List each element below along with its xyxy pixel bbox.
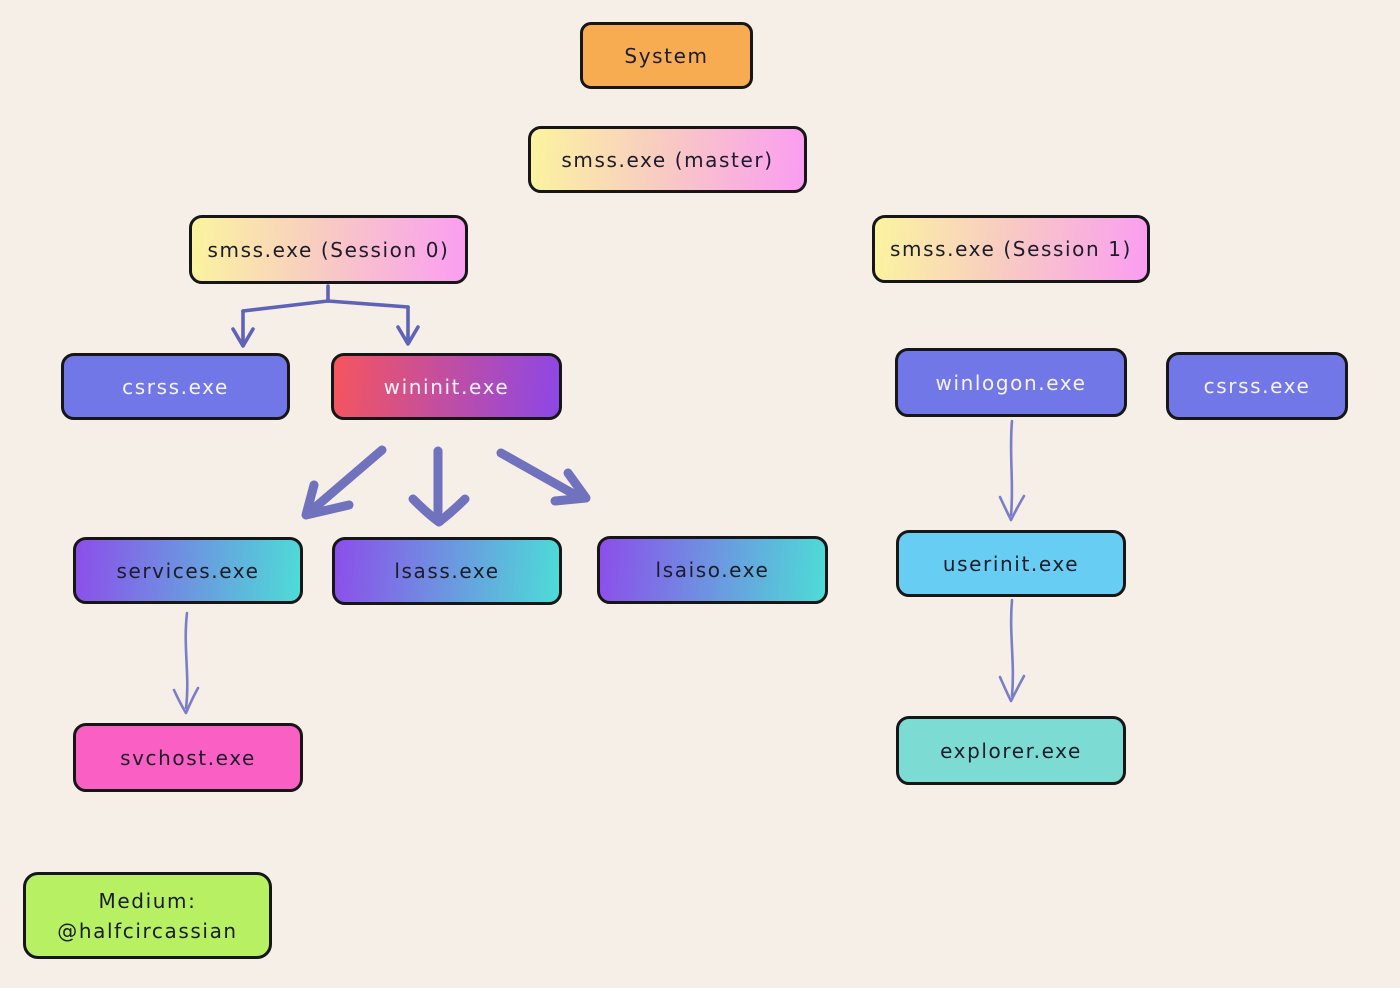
node-system: System: [580, 22, 753, 89]
node-smss-master: smss.exe (master): [528, 126, 807, 193]
node-services: services.exe: [73, 537, 303, 604]
node-winlogon-label: winlogon.exe: [935, 370, 1087, 395]
edge-services-svchost: [172, 611, 200, 715]
node-wininit: wininit.exe: [331, 353, 562, 420]
credit-line2: @halfcircassian: [57, 918, 238, 943]
arrow-wininit-services: [307, 445, 387, 515]
credit-line1: Medium:: [98, 888, 197, 913]
node-lsaiso-label: lsaiso.exe: [655, 558, 770, 582]
node-smss-session1-label: smss.exe (Session 1): [890, 237, 1132, 261]
node-csrss-session1: csrss.exe: [1166, 352, 1348, 420]
node-winlogon: winlogon.exe: [895, 348, 1127, 417]
node-wininit-label: wininit.exe: [383, 374, 510, 399]
node-smss-master-label: smss.exe (master): [561, 147, 774, 172]
arrowhead-to-wininit: [396, 325, 420, 346]
node-userinit-label: userinit.exe: [942, 551, 1080, 576]
arrowhead-to-csrss: [231, 327, 255, 348]
node-svchost: svchost.exe: [73, 723, 303, 792]
node-userinit: userinit.exe: [896, 530, 1126, 597]
node-lsaiso: lsaiso.exe: [597, 536, 828, 604]
node-smss-session0: smss.exe (Session 0): [189, 215, 468, 284]
node-explorer-label: explorer.exe: [940, 738, 1082, 763]
credit-box: Medium: @halfcircassian: [23, 872, 272, 959]
arrow-wininit-lsaiso: [496, 448, 584, 502]
node-explorer: explorer.exe: [896, 716, 1126, 785]
node-csrss-session0-label: csrss.exe: [122, 374, 229, 399]
node-smss-session0-label: smss.exe (Session 0): [207, 237, 450, 262]
edge-wininit-children: [301, 445, 591, 527]
node-svchost-label: svchost.exe: [120, 745, 256, 770]
edge-smss-session0-fork: [231, 284, 420, 348]
node-lsass: lsass.exe: [332, 537, 562, 605]
node-csrss-session0: csrss.exe: [61, 353, 290, 420]
edge-winlogon-userinit: [998, 419, 1026, 522]
node-csrss-session1-label: csrss.exe: [1203, 374, 1311, 398]
node-services-label: services.exe: [116, 558, 260, 583]
edge-userinit-explorer: [998, 598, 1026, 703]
node-lsass-label: lsass.exe: [394, 559, 500, 583]
node-smss-session1: smss.exe (Session 1): [872, 215, 1150, 283]
node-system-label: System: [624, 43, 709, 68]
